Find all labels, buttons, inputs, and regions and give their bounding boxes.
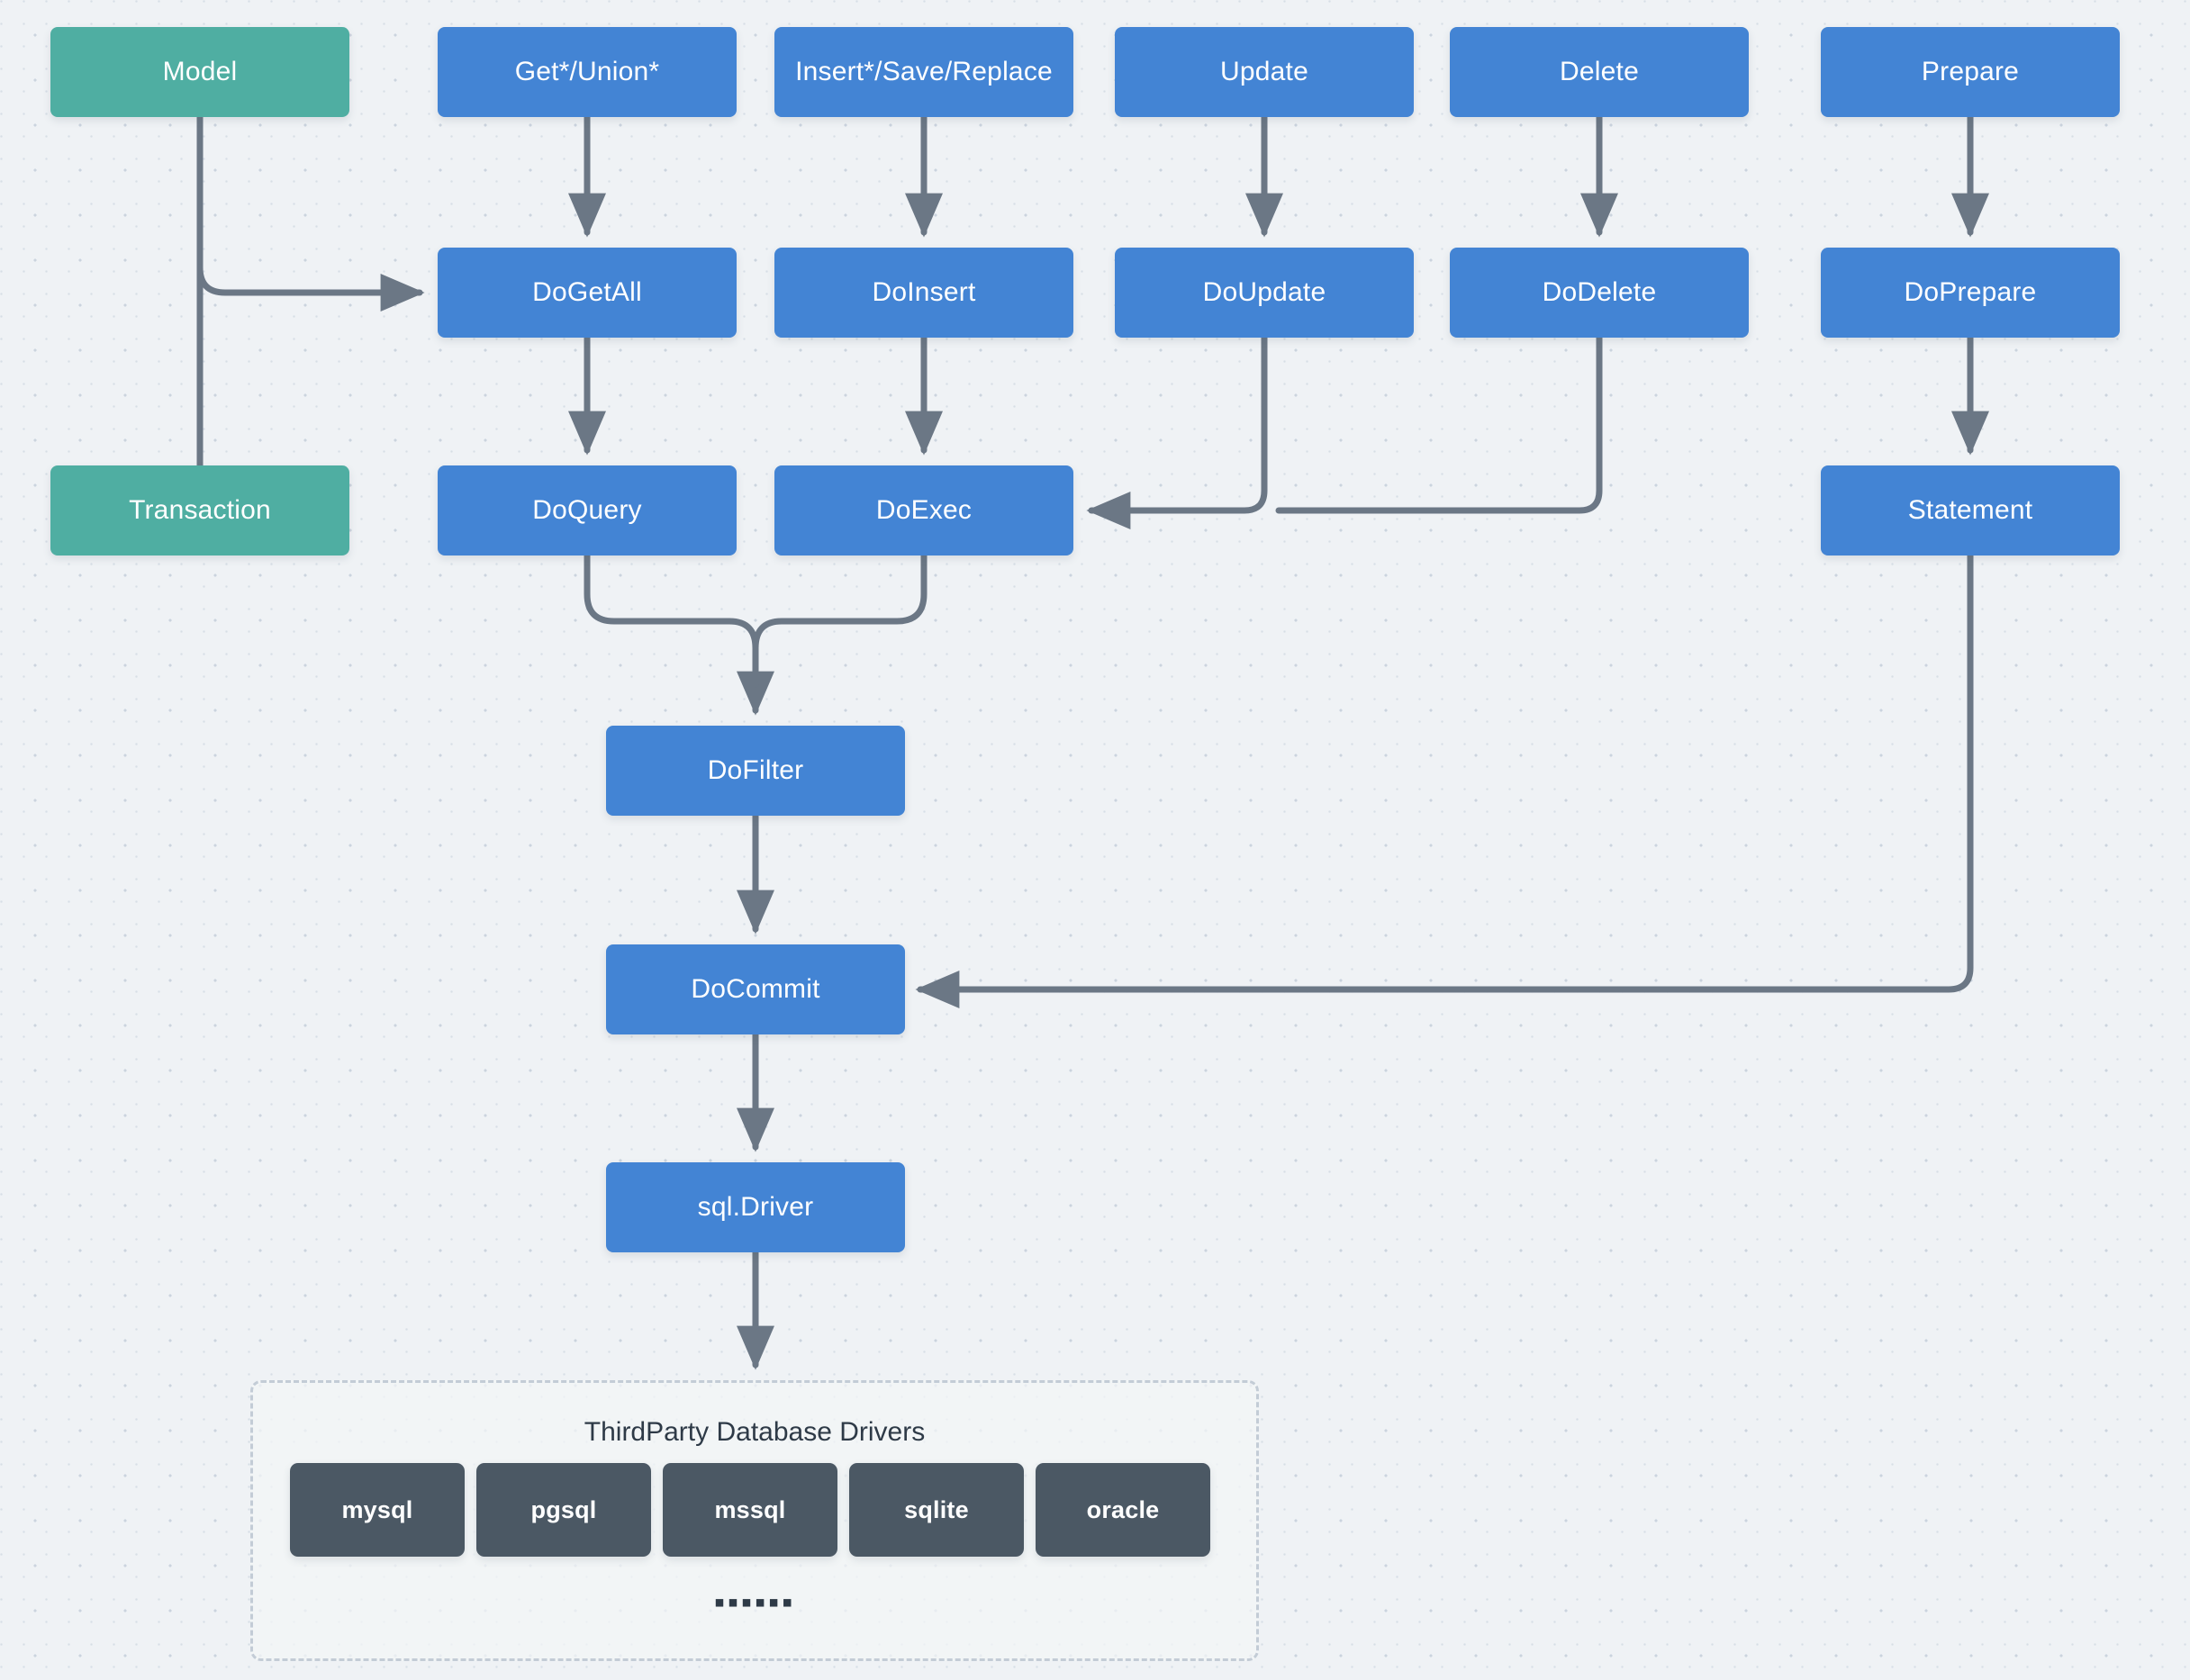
node-label: DoGetAll <box>532 277 642 307</box>
node-update[interactable]: Update <box>1115 27 1414 117</box>
edge-doquery-to-dofilter <box>584 552 774 716</box>
node-do-get-all[interactable]: DoGetAll <box>438 248 737 338</box>
node-do-commit[interactable]: DoCommit <box>606 944 905 1034</box>
group-title: ThirdParty Database Drivers <box>584 1417 926 1447</box>
node-label: DoUpdate <box>1202 277 1326 307</box>
node-label: Model <box>162 57 238 86</box>
driver-sqlite[interactable]: sqlite <box>849 1463 1024 1557</box>
driver-label: sqlite <box>904 1495 969 1523</box>
node-do-delete[interactable]: DoDelete <box>1450 248 1749 338</box>
node-delete[interactable]: Delete <box>1450 27 1749 117</box>
driver-mysql[interactable]: mysql <box>290 1463 465 1557</box>
node-model[interactable]: Model <box>50 27 349 117</box>
node-label: Prepare <box>1921 57 2020 86</box>
node-label: DoCommit <box>691 974 820 1004</box>
node-label: Get*/Union* <box>514 57 660 86</box>
node-label: Delete <box>1560 57 1639 86</box>
node-do-insert[interactable]: DoInsert <box>774 248 1073 338</box>
edge-statement-to-docommit <box>915 552 1974 1008</box>
group-ellipsis: ▪▪▪▪▪▪ <box>713 1585 796 1620</box>
node-insert-save-replace[interactable]: Insert*/Save/Replace <box>774 27 1073 117</box>
node-do-filter[interactable]: DoFilter <box>606 726 905 816</box>
node-label: DoPrepare <box>1904 277 2037 307</box>
edge-dodelete-to-doexec <box>1275 334 1603 514</box>
edge-doexec-to-dofilter <box>752 552 928 688</box>
driver-pgsql[interactable]: pgsql <box>476 1463 651 1557</box>
node-label: sql.Driver <box>697 1192 814 1222</box>
node-do-exec[interactable]: DoExec <box>774 465 1073 555</box>
driver-label: mssql <box>714 1495 786 1523</box>
node-get-union[interactable]: Get*/Union* <box>438 27 737 117</box>
node-sql-driver[interactable]: sql.Driver <box>606 1162 905 1252</box>
node-do-prepare[interactable]: DoPrepare <box>1821 248 2120 338</box>
node-prepare[interactable]: Prepare <box>1821 27 2120 117</box>
node-do-query[interactable]: DoQuery <box>438 465 737 555</box>
node-label: Insert*/Save/Replace <box>795 57 1053 86</box>
node-do-update[interactable]: DoUpdate <box>1115 248 1414 338</box>
node-label: DoQuery <box>532 495 642 525</box>
edge-doupdate-to-doexec <box>1086 334 1268 529</box>
node-transaction[interactable]: Transaction <box>50 465 349 555</box>
node-label: Update <box>1220 57 1308 86</box>
driver-label: pgsql <box>530 1495 597 1523</box>
node-label: Statement <box>1907 495 2033 525</box>
edge-model-to-dogetall <box>196 264 425 312</box>
node-label: DoFilter <box>707 755 804 785</box>
node-label: Transaction <box>129 495 271 525</box>
node-statement[interactable]: Statement <box>1821 465 2120 555</box>
driver-oracle[interactable]: oracle <box>1036 1463 1210 1557</box>
node-label: DoInsert <box>872 277 976 307</box>
driver-label: oracle <box>1086 1495 1160 1523</box>
driver-label: mysql <box>341 1495 413 1523</box>
node-label: DoDelete <box>1542 277 1657 307</box>
node-label: DoExec <box>875 495 973 525</box>
driver-mssql[interactable]: mssql <box>663 1463 837 1557</box>
